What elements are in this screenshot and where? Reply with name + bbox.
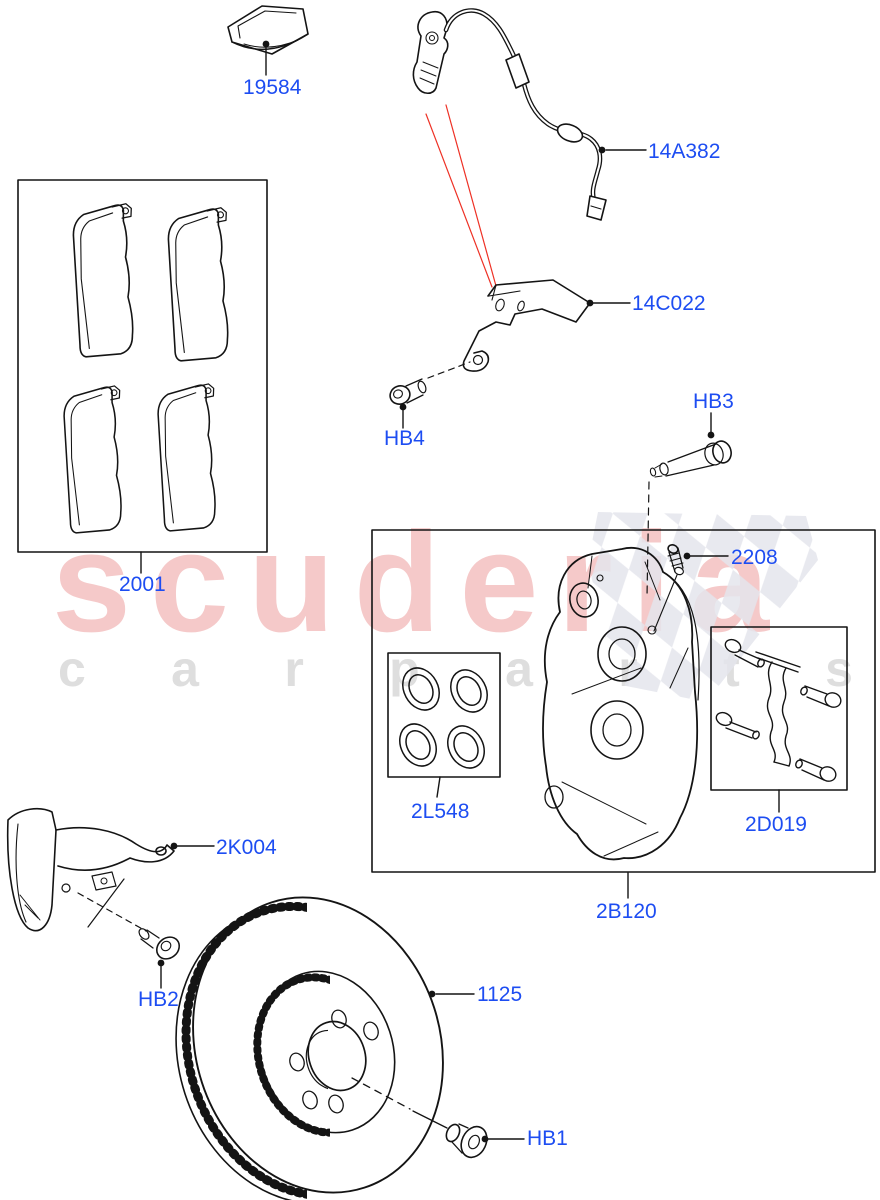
bolt-hb2-drawing <box>138 928 181 989</box>
part-label-14a382[interactable]: 14A382 <box>648 140 721 163</box>
part-label-2k004[interactable]: 2K004 <box>216 836 277 859</box>
caliper-drawing <box>542 546 700 861</box>
bolt-hb1-drawing <box>445 1123 525 1159</box>
part-label-hb4[interactable]: HB4 <box>384 427 425 450</box>
caliper-kit-box <box>371 529 876 873</box>
abs-sensor-wire-drawing <box>412 8 647 221</box>
part-label-hb3[interactable]: HB3 <box>693 390 734 413</box>
part-label-2b120[interactable]: 2B120 <box>596 900 657 923</box>
red-locator-lines <box>425 104 497 288</box>
seal-kit-box <box>387 652 501 778</box>
bolt-hb4-drawing <box>389 361 471 429</box>
part-label-2l548[interactable]: 2L548 <box>411 800 470 823</box>
part-label-1125[interactable]: 1125 <box>477 983 523 1006</box>
part-label-14c022[interactable]: 14C022 <box>632 292 706 315</box>
part-label-19584[interactable]: 19584 <box>243 76 302 99</box>
bleed-screw-drawing <box>653 544 729 632</box>
brake-pads-box <box>17 179 268 553</box>
part-label-2208[interactable]: 2208 <box>731 546 778 569</box>
part-label-hb2[interactable]: HB2 <box>138 988 179 1011</box>
part-label-hb1[interactable]: HB1 <box>527 1127 568 1150</box>
part-label-2d019[interactable]: 2D019 <box>745 813 807 836</box>
seal-kit-drawing <box>387 652 501 798</box>
pin-kit-drawing <box>710 626 848 813</box>
splash-shield-drawing <box>6 807 215 932</box>
part-label-2001[interactable]: 2001 <box>119 573 166 596</box>
sensor-bracket-drawing <box>462 279 631 372</box>
bolt-hb3-drawing <box>646 412 732 598</box>
brake-pads-drawing <box>17 179 268 574</box>
brake-disc-drawing <box>175 896 475 1200</box>
pad-shim-drawing <box>227 5 309 76</box>
